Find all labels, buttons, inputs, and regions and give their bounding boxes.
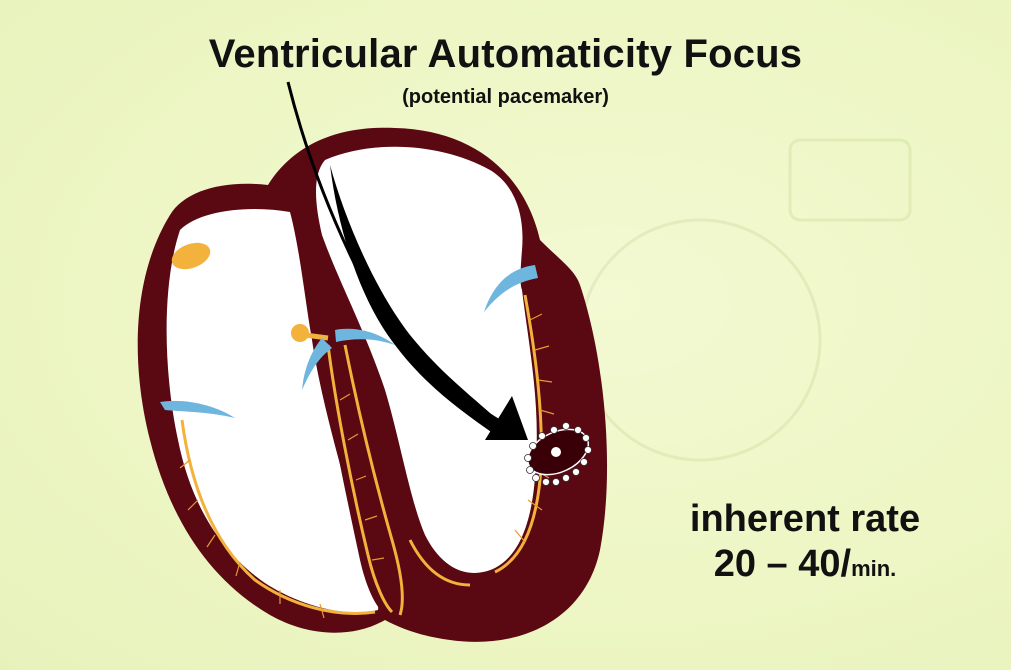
inherent-rate-label: inherent rate — [660, 498, 950, 541]
heart — [138, 82, 607, 642]
focus-star-icon — [551, 447, 561, 457]
rate-number: 20 – 40 — [714, 543, 841, 585]
inherent-rate-value: 20 – 40/min. — [660, 543, 950, 586]
his-bundle — [305, 335, 328, 338]
slide-title: Ventricular Automaticity Focus — [0, 32, 1011, 77]
slide-subtitle: (potential pacemaker) — [0, 86, 1011, 109]
rate-slash: / — [841, 543, 852, 585]
background-watermark — [580, 140, 910, 460]
rate-unit: min. — [851, 556, 896, 581]
